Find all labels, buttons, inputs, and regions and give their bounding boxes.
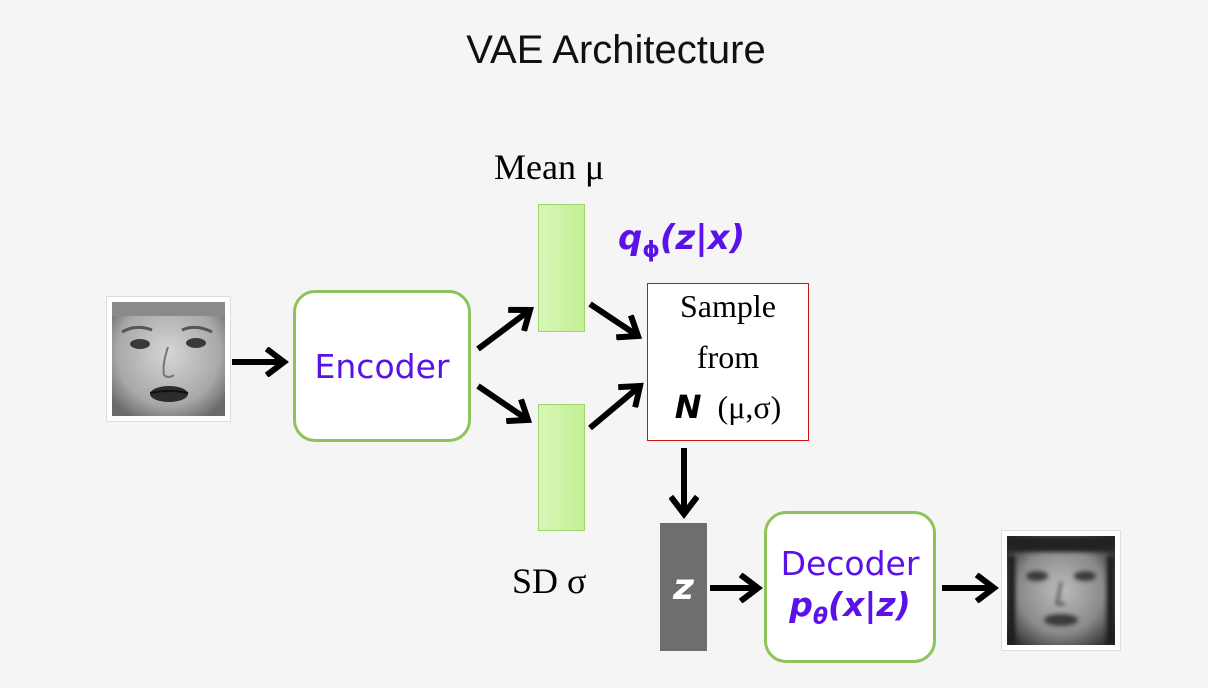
normal-params: (μ,σ) xyxy=(717,389,782,425)
arrow-encoder-to-mean xyxy=(476,310,530,352)
decoder-label: Decoder xyxy=(780,544,920,584)
sample-line2: from xyxy=(696,339,760,375)
encoder-box: Encoder xyxy=(293,290,471,442)
likelihood-theta: θ xyxy=(812,604,829,630)
arrow-sd-to-sample xyxy=(588,386,640,431)
sample-box: Sample from N (μ,σ) xyxy=(647,283,809,441)
mean-label: Mean μ xyxy=(494,147,605,187)
sample-distribution: N (μ,σ) xyxy=(648,388,808,426)
likelihood-label: pθ(x|z) xyxy=(789,585,910,630)
encoder-label: Encoder xyxy=(314,346,450,386)
posterior-q: q xyxy=(618,218,643,258)
output-face-image xyxy=(1002,531,1120,650)
posterior-args: (z|x) xyxy=(659,218,746,258)
likelihood-p: p xyxy=(789,585,813,625)
sample-line1: Sample xyxy=(680,288,776,324)
latent-z-block: z xyxy=(660,523,707,651)
arrow-encoder-to-sd xyxy=(476,383,528,420)
normal-symbol: N xyxy=(674,388,702,426)
mean-vector-bar xyxy=(538,204,585,332)
input-face-image xyxy=(107,297,230,421)
decoder-box: Decoder pθ(x|z) xyxy=(764,511,936,663)
arrow-mean-to-sample xyxy=(588,301,638,336)
posterior-label: qϕ(z|x) xyxy=(618,218,745,263)
latent-z-label: z xyxy=(673,566,694,608)
page-title: VAE Architecture xyxy=(466,28,766,72)
likelihood-args: (x|z) xyxy=(828,585,911,625)
sd-label: SD σ xyxy=(512,561,587,601)
sd-vector-bar xyxy=(538,404,585,531)
posterior-phi: ϕ xyxy=(642,237,660,263)
